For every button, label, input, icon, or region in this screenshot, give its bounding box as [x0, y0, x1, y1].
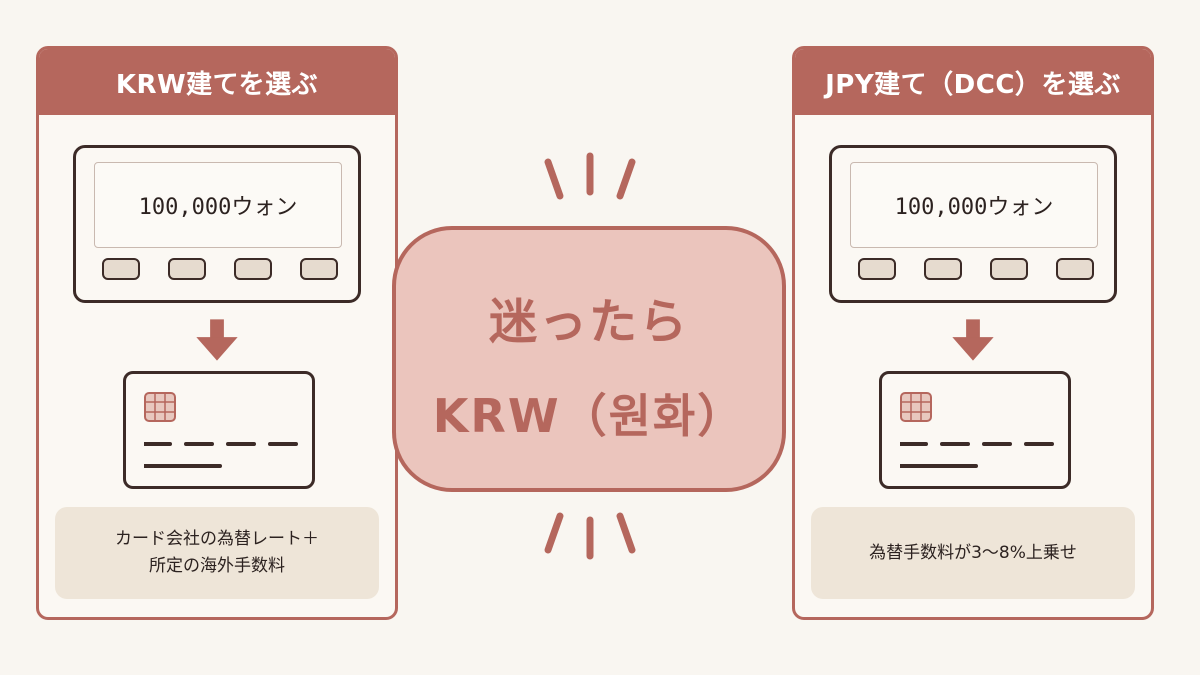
krw-option-title: KRW建てを選ぶ	[39, 49, 395, 115]
card-number-stripes	[144, 442, 298, 468]
terminal-key	[1056, 258, 1094, 280]
terminal-screen: 100,000ウォン	[850, 162, 1098, 248]
jpy-dcc-option-panel: JPY建て（DCC）を選ぶ 100,000ウォン	[792, 46, 1154, 620]
terminal-keys	[858, 258, 1094, 284]
dcc-fee-note: 為替手数料が3～8%上乗せ	[811, 507, 1135, 599]
krw-fee-note: カード会社の為替レート＋ 所定の海外手数料	[55, 507, 379, 599]
krw-fee-note-line2: 所定の海外手数料	[149, 556, 285, 576]
terminal-key	[924, 258, 962, 280]
recommendation-bubble: 迷ったら KRW（원화）	[392, 226, 786, 492]
recommendation-heading: 迷ったら	[488, 294, 689, 350]
terminal-amount: 100,000ウォン	[894, 195, 1054, 220]
card-chip-icon	[900, 392, 932, 422]
terminal-key	[858, 258, 896, 280]
terminal-amount: 100,000ウォン	[138, 195, 298, 220]
payment-terminal: 100,000ウォン	[829, 145, 1117, 303]
terminal-key	[234, 258, 272, 280]
emphasis-rays-top	[544, 152, 636, 200]
krw-option-panel: KRW建てを選ぶ 100,000ウォン カ	[36, 46, 398, 620]
terminal-key	[990, 258, 1028, 280]
terminal-key	[102, 258, 140, 280]
krw-fee-note-line1: カード会社の為替レート＋	[115, 529, 319, 549]
recommendation-currency: KRW（원화）	[432, 389, 746, 443]
card-number-stripes	[900, 442, 1054, 468]
terminal-keys	[102, 258, 338, 284]
terminal-key	[168, 258, 206, 280]
terminal-key	[300, 258, 338, 280]
card-chip-icon	[144, 392, 176, 422]
arrow-down-icon	[196, 319, 238, 361]
emphasis-rays-bottom	[544, 512, 636, 560]
payment-terminal: 100,000ウォン	[73, 145, 361, 303]
terminal-screen: 100,000ウォン	[94, 162, 342, 248]
dcc-fee-note-line1: 為替手数料が3～8%上乗せ	[869, 542, 1077, 563]
jpy-dcc-option-title: JPY建て（DCC）を選ぶ	[795, 49, 1151, 115]
credit-card-icon	[123, 371, 315, 489]
credit-card-icon	[879, 371, 1071, 489]
arrow-down-icon	[952, 319, 994, 361]
